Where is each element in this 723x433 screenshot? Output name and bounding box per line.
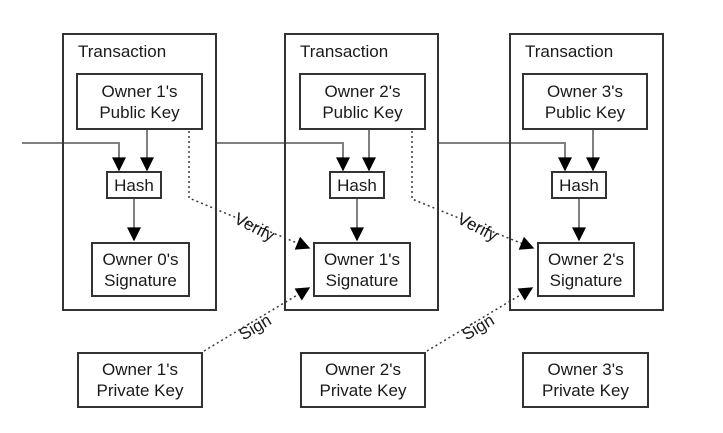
sign-label-2: Sign: [459, 310, 498, 344]
transaction-2-title: Transaction: [300, 42, 389, 61]
hash-chain-line-2-to-3: [439, 142, 572, 172]
owner1-private-key-box: Owner 1's Private Key: [77, 352, 203, 408]
transaction-1-box: Transaction: [62, 33, 217, 311]
transaction-1-title: Transaction: [78, 42, 167, 61]
hash-1-box: Hash: [106, 171, 162, 199]
owner2-private-key-box: Owner 2's Private Key: [300, 352, 426, 408]
sign-arrow-1: [203, 287, 311, 352]
owner0-signature-box: Owner 0's Signature: [91, 242, 190, 297]
owner1-public-key-box: Owner 1's Public Key: [76, 73, 203, 130]
sign-arrow-2: [426, 287, 534, 352]
sign-label-1: Sign: [236, 310, 275, 344]
hash-3-box: Hash: [551, 171, 607, 199]
hash-chain-line-1-to-2: [217, 142, 350, 172]
owner3-public-key-box: Owner 3's Public Key: [522, 73, 648, 130]
prev-hash-input-line-1: [22, 142, 126, 172]
transaction-3-title: Transaction: [525, 42, 614, 61]
owner3-private-key-box: Owner 3's Private Key: [522, 352, 649, 408]
owner2-public-key-box: Owner 2's Public Key: [299, 73, 426, 130]
verify-arrow-2: [411, 131, 535, 250]
transaction-3-box: Transaction: [509, 33, 664, 311]
owner2-signature-box: Owner 2's Signature: [537, 242, 635, 297]
transaction-2-box: Transaction: [284, 33, 439, 311]
verify-label-1: Verify: [231, 209, 278, 245]
owner1-signature-box: Owner 1's Signature: [313, 242, 411, 297]
verify-arrow-1: [188, 131, 311, 250]
verify-label-2: Verify: [454, 209, 501, 245]
hash-2-box: Hash: [329, 171, 385, 199]
